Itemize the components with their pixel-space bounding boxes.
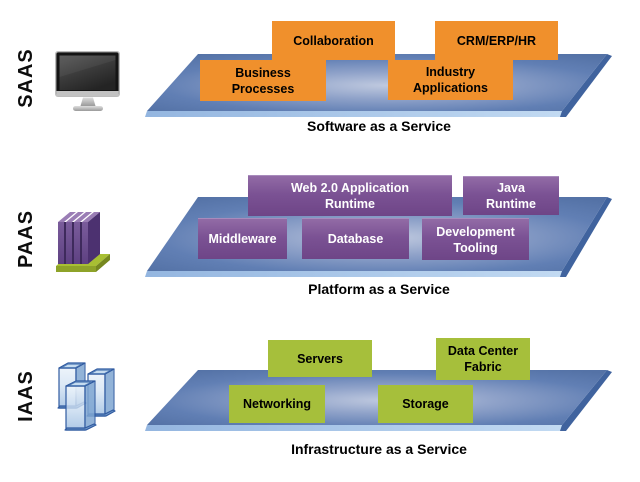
- box-networking: Networking: [229, 385, 325, 423]
- box-business-processes: Business Processes: [200, 60, 326, 101]
- box-servers: Servers: [268, 340, 372, 377]
- box-java-runtime: Java Runtime: [463, 176, 559, 215]
- box-development-tooling: Development Tooling: [422, 218, 529, 260]
- box-database: Database: [302, 218, 409, 259]
- box-storage: Storage: [378, 385, 473, 423]
- iaas-caption: Infrastructure as a Service: [291, 441, 467, 457]
- iaas-tier-label: IAAS: [15, 370, 37, 422]
- platform-stack-icon: [56, 212, 110, 272]
- saas-caption: Software as a Service: [307, 118, 451, 134]
- box-web20-application-runtime: Web 2.0 Application Runtime: [248, 175, 452, 216]
- paas-caption: Platform as a Service: [308, 281, 450, 297]
- monitor-icon: [55, 51, 120, 111]
- box-industry-applications: Industry Applications: [388, 60, 513, 100]
- paas-tier-label: PAAS: [15, 209, 37, 269]
- server-cubes-icon: [57, 362, 116, 431]
- box-crm-erp-hr: CRM/ERP/HR: [435, 21, 558, 60]
- box-middleware: Middleware: [198, 218, 287, 259]
- saas-tier-label: SAAS: [15, 48, 37, 108]
- box-data-center-fabric: Data Center Fabric: [436, 338, 530, 380]
- box-collaboration: Collaboration: [272, 21, 395, 60]
